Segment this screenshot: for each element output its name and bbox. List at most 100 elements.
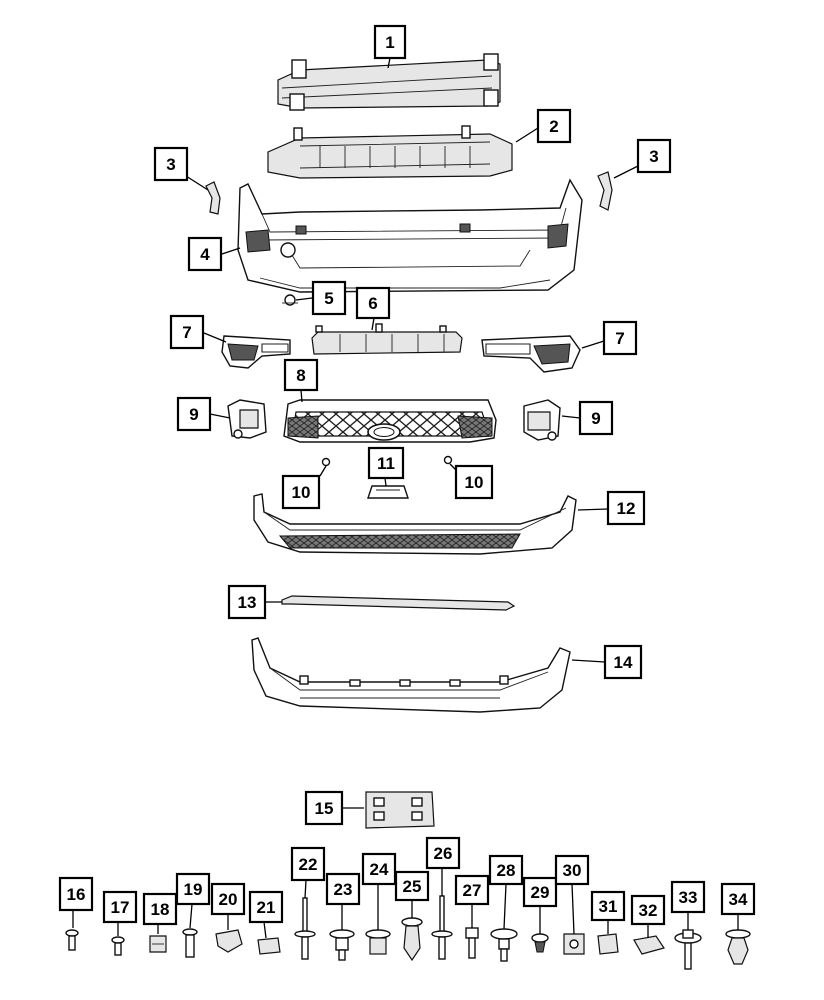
- callout-34-label: 34: [729, 890, 748, 909]
- callout-15: 15: [304, 790, 344, 826]
- callout-30: 30: [554, 854, 590, 886]
- callout-3-left-label: 3: [166, 155, 175, 174]
- part-26-pin: [431, 895, 453, 960]
- callout-12-label: 12: [617, 499, 636, 518]
- callout-31: 31: [590, 890, 626, 922]
- part-12-lower-fascia: [253, 493, 577, 555]
- callout-11-label: 11: [377, 454, 395, 473]
- callout-19-label: 19: [184, 880, 203, 899]
- callout-13: 13: [227, 584, 267, 620]
- part-33-bolt: [674, 929, 702, 970]
- callout-3-right-label: 3: [649, 147, 658, 166]
- part-18-nut-clip: [149, 935, 167, 953]
- callout-8-label: 8: [296, 366, 305, 385]
- callout-27-label: 27: [463, 881, 482, 900]
- callout-2: 2: [536, 108, 572, 144]
- callout-28: 28: [488, 854, 524, 886]
- part-2-energy-absorber: [267, 125, 513, 179]
- callout-29-label: 29: [531, 883, 550, 902]
- callout-20: 20: [210, 882, 246, 916]
- callout-22-label: 22: [299, 855, 318, 874]
- callout-28-label: 28: [497, 861, 516, 880]
- part-7-left-bezel: [221, 335, 291, 369]
- callout-10-left: 10: [281, 474, 321, 510]
- callout-9-left-label: 9: [189, 405, 198, 424]
- part-17-screw: [111, 936, 125, 956]
- callout-27: 27: [454, 874, 490, 906]
- callout-34: 34: [720, 882, 756, 916]
- callout-7-left-label: 7: [182, 323, 191, 342]
- callout-8: 8: [283, 358, 319, 392]
- callout-11: 11: [367, 446, 405, 480]
- callout-33-label: 33: [679, 888, 698, 907]
- part-3-right-bracket: [597, 171, 613, 211]
- callout-32-label: 32: [639, 901, 658, 920]
- callout-29: 29: [522, 876, 558, 908]
- part-19-bolt: [182, 928, 198, 958]
- callout-33: 33: [670, 880, 706, 914]
- callout-15-label: 15: [315, 799, 334, 818]
- part-22-pin: [294, 897, 316, 960]
- part-24-retainer: [365, 929, 391, 955]
- part-34-christmas-tree-clip: [725, 929, 751, 965]
- part-23-push-retainer: [329, 929, 355, 961]
- callout-32: 32: [630, 894, 666, 926]
- part-10-right-clip: [443, 455, 453, 465]
- part-5-clip: [282, 294, 298, 306]
- callout-20-label: 20: [219, 890, 238, 909]
- callout-4: 4: [187, 236, 223, 272]
- callout-14-label: 14: [614, 653, 633, 672]
- callout-17-label: 17: [111, 898, 130, 917]
- callout-23-label: 23: [334, 880, 353, 899]
- callout-22: 22: [290, 846, 326, 882]
- callout-7-left: 7: [169, 314, 205, 350]
- callout-5-label: 5: [324, 289, 333, 308]
- callout-26-label: 26: [434, 844, 453, 863]
- callout-24: 24: [361, 852, 397, 886]
- callout-25: 25: [394, 870, 430, 902]
- callout-9-left: 9: [176, 396, 212, 432]
- part-6-grille-insert: [311, 323, 463, 355]
- part-16-screw: [65, 929, 79, 951]
- callout-14: 14: [603, 644, 643, 680]
- callout-6: 6: [355, 286, 391, 320]
- part-1-reinforcement-beam: [277, 53, 501, 111]
- callout-6-label: 6: [368, 294, 377, 313]
- callout-5: 5: [311, 280, 347, 316]
- callout-1-label: 1: [385, 33, 394, 52]
- callout-7-right-label: 7: [615, 329, 624, 348]
- part-9-right-fog-bezel: [523, 399, 561, 441]
- part-13-trim-strip: [281, 595, 516, 611]
- callout-10-right-label: 10: [465, 473, 484, 492]
- callout-2-label: 2: [549, 117, 558, 136]
- part-31-clip: [597, 933, 619, 955]
- callout-25-label: 25: [403, 877, 422, 896]
- callout-4-label: 4: [200, 245, 210, 264]
- callout-18: 18: [142, 892, 178, 926]
- callout-1: 1: [373, 24, 407, 60]
- callout-16: 16: [58, 876, 94, 912]
- part-8-grille: [283, 399, 497, 443]
- callout-31-label: 31: [599, 897, 618, 916]
- callout-7-right: 7: [602, 320, 638, 356]
- part-28-washer-bolt: [490, 928, 518, 962]
- callout-9-right: 9: [578, 400, 614, 436]
- part-25-push-pin: [401, 917, 423, 962]
- part-10-left-clip: [321, 457, 331, 467]
- part-3-left-bracket: [205, 181, 221, 215]
- callout-30-label: 30: [563, 861, 582, 880]
- callout-21-label: 21: [257, 898, 276, 917]
- callout-10-left-label: 10: [292, 483, 311, 502]
- callout-26: 26: [425, 836, 461, 870]
- part-14-skid-plate: [251, 637, 571, 713]
- part-30-nut-clip: [563, 933, 585, 955]
- callout-18-label: 18: [151, 900, 170, 919]
- callout-17: 17: [102, 890, 138, 924]
- callout-9-right-label: 9: [591, 409, 600, 428]
- part-29-plug: [531, 933, 549, 953]
- part-11-sensor-cover: [367, 485, 409, 499]
- part-20-clip: [215, 929, 243, 953]
- callout-21: 21: [248, 890, 284, 924]
- part-32-clip: [633, 935, 665, 955]
